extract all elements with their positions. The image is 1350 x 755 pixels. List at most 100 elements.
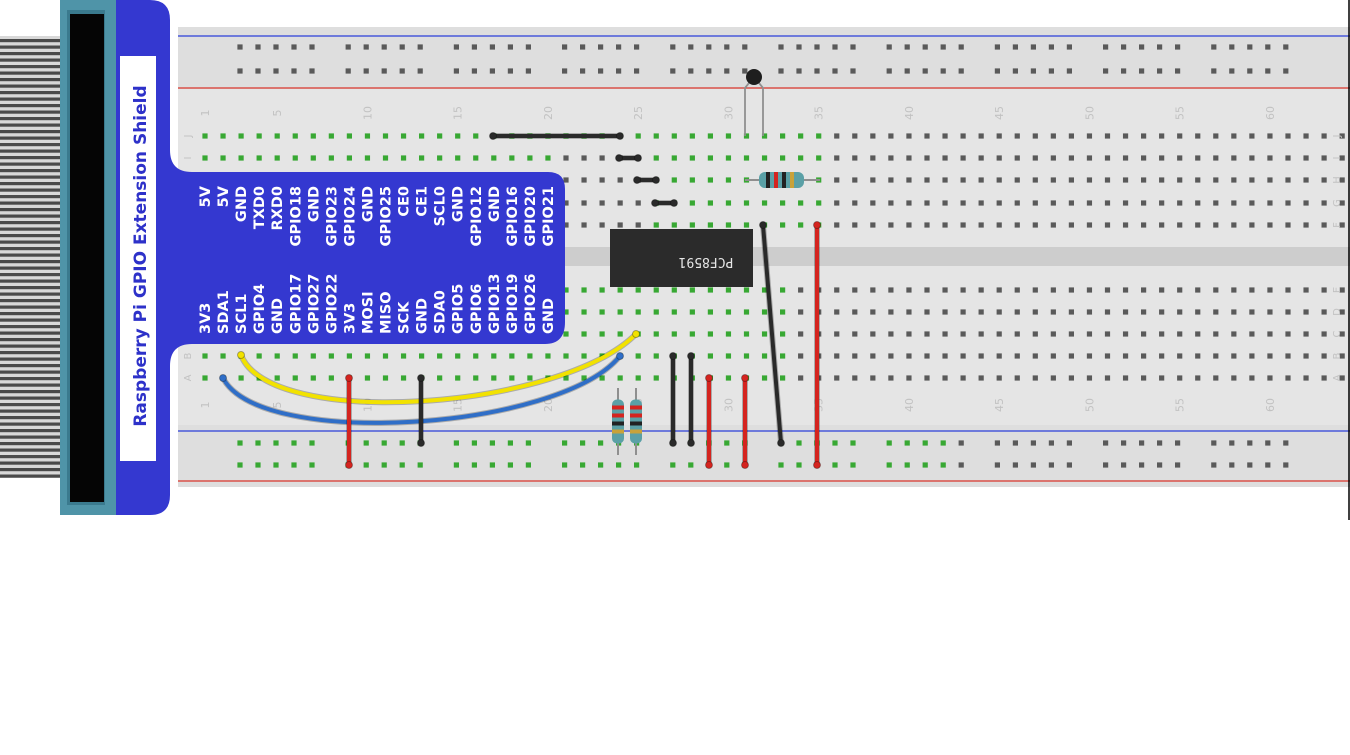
breadboard-hole [1086, 177, 1093, 183]
rail-hole [994, 44, 1000, 50]
breadboard-hole [1159, 309, 1165, 315]
breadboard-hole [1068, 309, 1074, 315]
breadboard-hole [563, 331, 569, 337]
ribbon-wire [0, 318, 66, 322]
breadboard-hole [725, 331, 732, 337]
breadboard-hole [906, 309, 912, 315]
breadboard-hole [1267, 200, 1273, 206]
column-number: 15 [452, 106, 465, 120]
breadboard-hole [581, 155, 587, 161]
breadboard-hole [1104, 222, 1111, 228]
ribbon-wire [0, 104, 66, 108]
breadboard-hole [1050, 375, 1056, 381]
breadboard-hole [1267, 331, 1273, 337]
rail-hole [1265, 68, 1271, 74]
rail-hole [616, 68, 622, 74]
row-letter: E [1332, 287, 1343, 293]
breadboard-hole [780, 200, 786, 206]
rail-hole [1066, 462, 1072, 468]
column-number: 20 [542, 398, 555, 412]
breadboard-hole [1195, 331, 1201, 337]
ribbon-wire [0, 351, 66, 355]
rail-hole [904, 440, 910, 446]
rail-hole [1139, 440, 1145, 446]
breadboard-hole [834, 287, 840, 293]
breadboard-hole [689, 222, 695, 228]
breadboard-hole [1159, 353, 1165, 359]
breadboard-hole [1285, 287, 1291, 293]
breadboard-hole [1195, 155, 1201, 161]
breadboard-hole [996, 331, 1002, 337]
breadboard-hole [1159, 200, 1165, 206]
ribbon-wire [0, 416, 66, 420]
resistor-band [790, 172, 794, 188]
breadboard-hole [1285, 353, 1291, 359]
wire-black-vertical-end [687, 439, 695, 447]
rail-hole [291, 44, 297, 50]
rail-hole [850, 68, 856, 74]
breadboard-hole [509, 353, 515, 359]
rail-hole [1211, 440, 1217, 446]
breadboard-hole [581, 287, 587, 293]
rail-hole [706, 44, 712, 50]
rail-hole [1283, 462, 1289, 468]
breadboard-hole [978, 155, 984, 161]
pin-label-bottom: GND [541, 298, 557, 334]
breadboard-hole [473, 353, 479, 359]
breadboard-hole [238, 133, 244, 139]
column-number: 60 [1264, 106, 1277, 120]
breadboard-hole [1104, 287, 1111, 293]
breadboard-hole [942, 287, 948, 293]
rail-hole [1175, 440, 1181, 446]
ribbon-wire [0, 169, 66, 173]
wire-red-vertical-end [741, 374, 749, 382]
breadboard-hole [671, 309, 677, 315]
column-number: 30 [722, 106, 735, 120]
breadboard-hole [996, 155, 1002, 161]
breadboard-hole [1249, 222, 1255, 228]
wire-red-3v3-end [345, 461, 353, 469]
breadboard-hole [1267, 309, 1273, 315]
rail-hole [1030, 68, 1036, 74]
breadboard-hole [960, 133, 966, 139]
pin-label-bottom: 3V3 [198, 303, 214, 334]
row-letter: J [183, 135, 194, 139]
rail-hole [922, 462, 928, 468]
breadboard-hole [1141, 287, 1147, 293]
breadboard-hole [852, 133, 858, 139]
breadboard-hole [599, 222, 605, 228]
breadboard-hole [1303, 353, 1309, 359]
rail-hole [1048, 68, 1054, 74]
breadboard-hole [1014, 133, 1020, 139]
pin-label-bottom: GPIO6 [469, 284, 485, 334]
breadboard-hole [924, 287, 930, 293]
breadboard-hole [1014, 375, 1020, 381]
breadboard-hole [780, 155, 786, 161]
power-rail-bottom [178, 425, 1350, 487]
breadboard-hole [1014, 155, 1020, 161]
breadboard-hole [382, 353, 389, 359]
wire-black-short-end [651, 199, 659, 207]
breadboard-hole [1195, 133, 1201, 139]
breadboard-hole [689, 155, 695, 161]
breadboard-hole [346, 353, 352, 359]
breadboard-hole [707, 177, 713, 183]
column-number: 50 [1083, 106, 1096, 120]
breadboard-hole [581, 222, 587, 228]
ribbon-wire [0, 78, 66, 82]
breadboard-hole [1159, 177, 1165, 183]
breadboard-hole [834, 331, 840, 337]
rail-hole [616, 44, 622, 50]
breadboard-hole [852, 331, 858, 337]
breadboard-hole [707, 200, 713, 206]
breadboard-hole [382, 375, 389, 381]
ribbon-wire [0, 52, 66, 56]
pin-label-top: GPIO23 [324, 186, 340, 246]
breadboard-hole [798, 200, 804, 206]
breadboard-hole [1122, 133, 1129, 139]
breadboard-hole [328, 375, 334, 381]
breadboard-hole [816, 200, 822, 206]
ribbon-wire [0, 448, 66, 452]
breadboard-hole [834, 133, 840, 139]
breadboard-hole [942, 353, 948, 359]
